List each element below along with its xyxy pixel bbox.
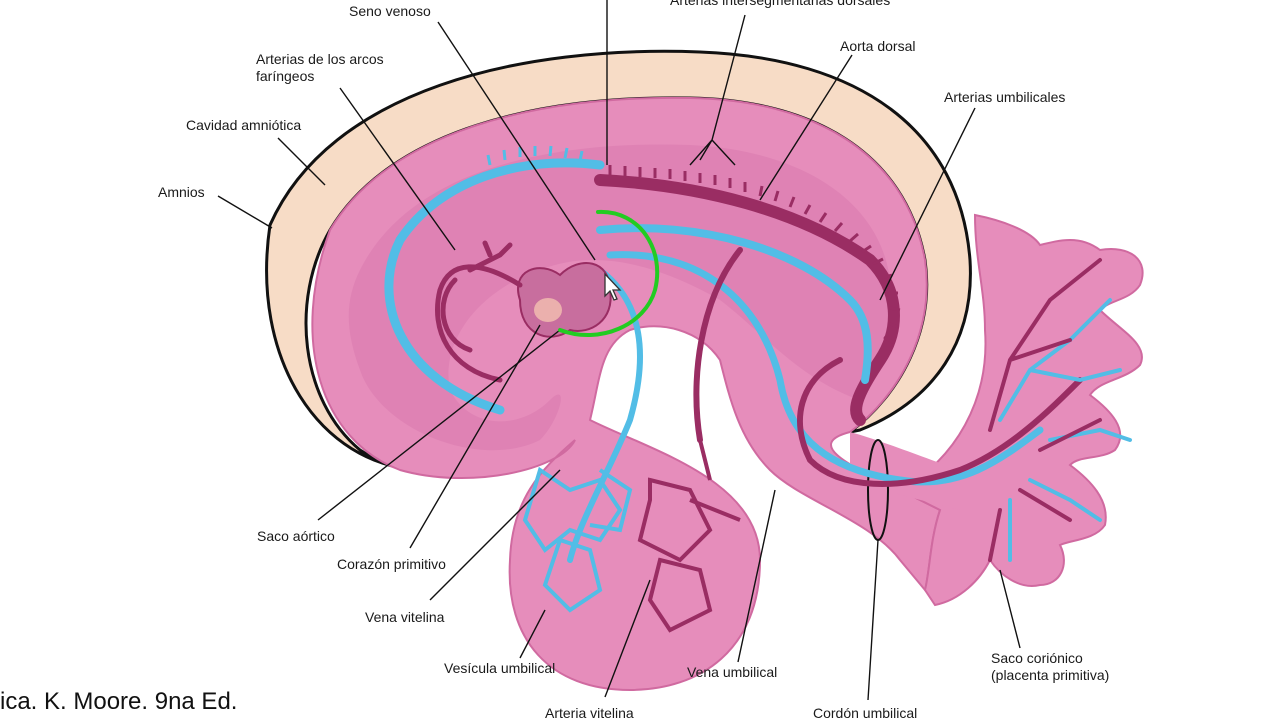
label-seno-venoso: Seno venoso (349, 3, 431, 19)
posterior-cardinal-vein (596, 224, 872, 384)
label-arteria-vitelina: Arteria vitelina (545, 705, 634, 721)
placental-vessels (988, 258, 1132, 562)
label-vena-vitelina: Vena vitelina (365, 609, 445, 625)
label-arterias-umbilicales: Arterias umbilicales (944, 89, 1066, 105)
vitelline-vein-path (567, 267, 643, 563)
yolk-sac-network (522, 439, 741, 633)
highlight-circle (558, 209, 660, 337)
label-corazon-primitivo: Corazón primitivo (337, 556, 446, 572)
umbilical-vein-path (606, 251, 1044, 486)
label-arterias-intersegmentarias: Arterias intersegmentarias dorsales (670, 0, 891, 8)
cursor-icon (604, 272, 622, 301)
label-amnios: Amnios (158, 184, 205, 200)
primitive-heart (517, 262, 612, 338)
label-saco-corionico-2: (placenta primitiva) (991, 667, 1110, 683)
credit-text: ica. K. Moore. 9na Ed. (0, 688, 238, 715)
label-cavidad-amniotica: Cavidad amniótica (186, 117, 302, 133)
label-arterias-arcos-1: Arterias de los arcos (256, 51, 384, 67)
label-saco-aortico: Saco aórtico (257, 528, 335, 544)
label-aorta-dorsal: Aorta dorsal (840, 38, 916, 54)
heart-highlight (534, 298, 562, 322)
intersegmental-arteries (608, 165, 901, 345)
umbilical-artery-path (693, 247, 1083, 487)
embryo-inner (348, 144, 891, 451)
leader-lines (217, 0, 1021, 701)
label-vesicula-umbilical: Vesícula umbilical (444, 660, 556, 676)
cardinal-vein-arch (384, 158, 605, 415)
anterior-vein-branches (486, 145, 584, 166)
label-cordon-umbilical: Cordón umbilical (813, 705, 918, 721)
label-vena-umbilical: Vena umbilical (687, 664, 778, 680)
pharyngeal-arch-arteries (435, 240, 523, 383)
umbilical-cord (850, 432, 960, 510)
label-arterias-arcos-2: faríngeos (256, 68, 315, 84)
label-saco-corionico-1: Saco coriónico (991, 650, 1083, 666)
